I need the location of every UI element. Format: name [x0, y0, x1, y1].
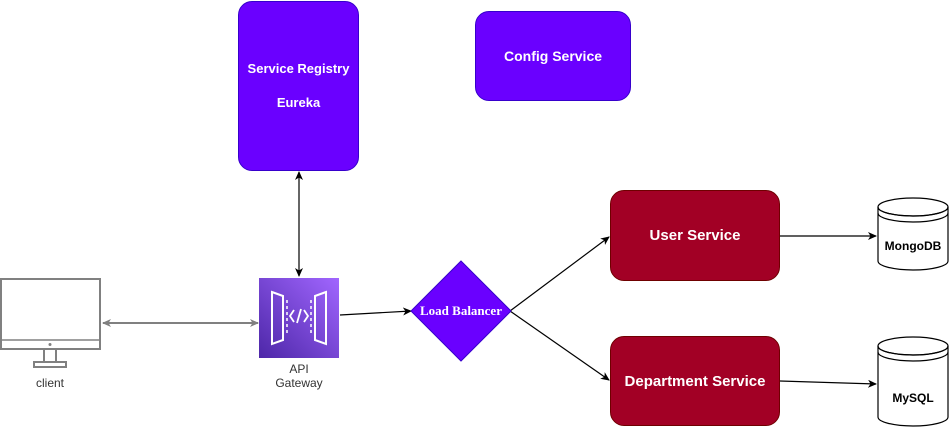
load-balancer-diamond[interactable] [410, 260, 512, 362]
config-service-box[interactable]: Config Service [475, 11, 631, 101]
user-service-box[interactable]: User Service [610, 190, 780, 281]
department-service-label: Department Service [624, 372, 766, 390]
mongodb-label: MongoDB [884, 239, 942, 253]
config-service-label: Config Service [503, 48, 603, 64]
mysql-cylinder[interactable] [877, 336, 949, 427]
api-gateway-label: API Gateway [259, 362, 339, 390]
service-registry-title: Service Registry [247, 61, 350, 76]
client-monitor-icon[interactable] [0, 278, 101, 368]
loadbalancer-department-connector [509, 310, 610, 381]
api-gateway-label-line1: API [289, 362, 309, 376]
api-gateway-icon[interactable] [259, 278, 339, 358]
department-mysql-connector [779, 379, 877, 388]
client-label: client [35, 376, 64, 390]
mysql-label: MySQL [892, 391, 934, 405]
api-gateway-label-line2: Gateway [275, 376, 323, 390]
service-registry-subtitle: Eureka [276, 95, 321, 110]
gateway-loadbalancer-connector [339, 307, 412, 316]
user-service-label: User Service [649, 227, 741, 244]
mongodb-cylinder[interactable] [877, 197, 949, 271]
load-balancer-label: Load Balancer [420, 303, 502, 318]
loadbalancer-user-connector [509, 236, 610, 312]
department-service-box[interactable]: Department Service [610, 336, 780, 426]
service-registry-box[interactable]: Service Registry Eureka [238, 1, 359, 171]
